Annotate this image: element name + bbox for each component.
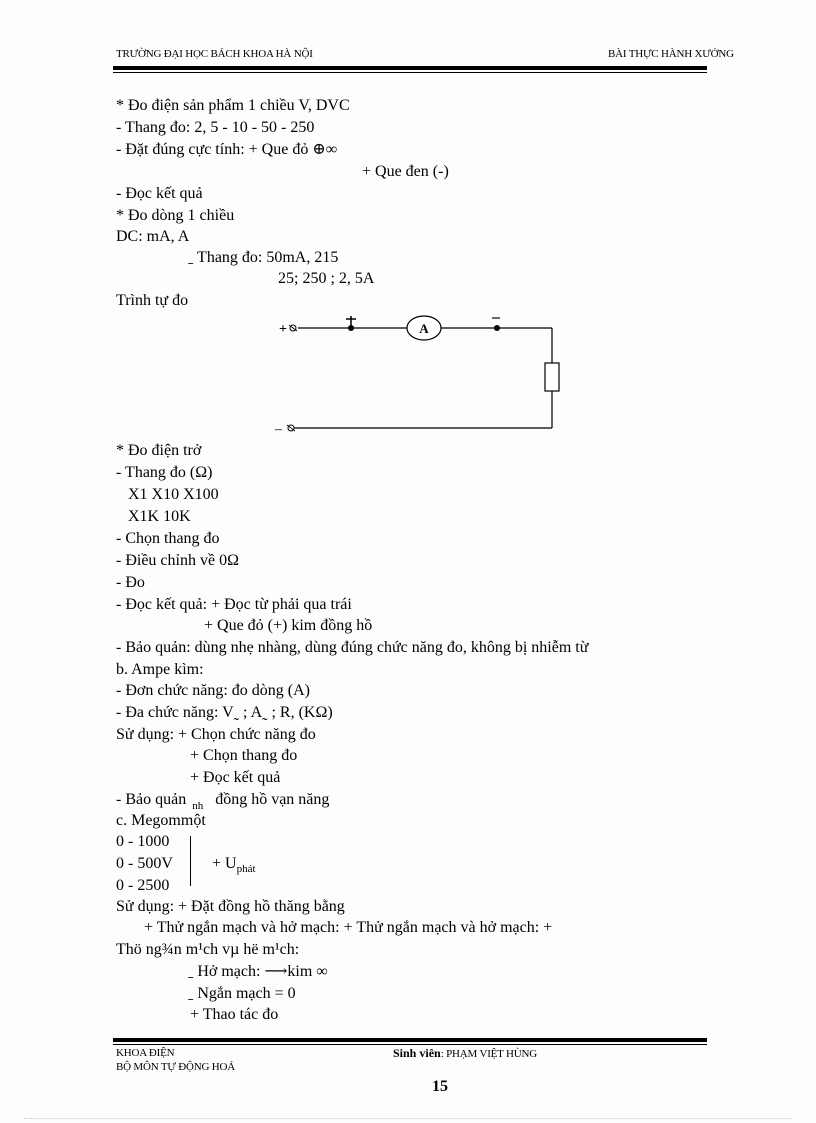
text-line: - Chọn thang đo (116, 530, 220, 547)
bao-quan-line: - Bảo quản nh đồng hồ vạn năng (116, 791, 330, 812)
node-plus (346, 316, 356, 331)
text-line: - Thang đo (Ω) (116, 464, 213, 481)
header-rule-thin (113, 72, 707, 73)
text-line: Sử dụng: + Chọn chức năng đo (116, 726, 316, 743)
text-line: X1 X10 X100 (128, 486, 219, 503)
header-course: BÀI THỰC HÀNH XƯỞNG (608, 48, 734, 60)
text-line: X1K 10K (128, 508, 191, 525)
megom-range-2: 0 - 500V (116, 855, 173, 872)
text-line: - Điều chỉnh về 0Ω (116, 552, 239, 569)
footer-dept: KHOA ĐIỆN (116, 1047, 175, 1059)
text-line: - Đơn chức năng: đo dòng (A) (116, 682, 310, 699)
text-line: - Đo (116, 574, 145, 591)
text-line: Thö ng¾n m¹ch vµ hë m¹ch: (116, 941, 300, 958)
text-line: + Đọc kết quả (190, 769, 281, 786)
text-line: - Đặt đúng cực tính: + Que đỏ ⊕∞ (116, 141, 338, 158)
text-line: * Đo điện trở (116, 442, 202, 459)
text-line: + Thử ngắn mạch và hở mạch: + Thử ngắn m… (144, 919, 553, 936)
megom-u-label: + Uphát (212, 855, 256, 875)
text-line: + Que đỏ (+) kim đồng hồ (204, 617, 373, 634)
text-line: * Đo dòng 1 chiều (116, 207, 235, 224)
text-line: + Thao tác đo (190, 1006, 279, 1023)
megom-bracket (190, 836, 191, 886)
megom-range-3: 0 - 2500 (116, 877, 170, 894)
footer-rule-thick (113, 1038, 707, 1042)
text-line: ˍ Thang đo: 50mA, 215 (188, 249, 339, 266)
text-line: * Đo điện sản phẩm 1 chiều V, DVC (116, 97, 350, 114)
text-line: ˍ Ngắn mạch = 0 (188, 985, 296, 1002)
svg-text:–: – (274, 422, 283, 437)
footer-student: Sinh viên: PHẠM VIỆT HÙNG (393, 1046, 538, 1060)
page-number: 15 (432, 1078, 448, 1095)
text-line: DC: mA, A (116, 228, 190, 245)
footer-rule-thin (113, 1044, 707, 1045)
text-line: - Bảo quản: dùng nhẹ nhàng, dùng đúng ch… (116, 639, 589, 656)
text-line: Trình tự đo (116, 292, 189, 309)
minus-terminal: – (274, 422, 296, 437)
circuit-diagram: A + – (274, 315, 560, 437)
text-line: - Đọc kết quả: + Đọc từ phải qua trái (116, 596, 352, 613)
plus-terminal: + (279, 322, 298, 337)
text-line: - Thang đo: 2, 5 - 10 - 50 - 250 (116, 119, 315, 136)
text-line: - Đa chức năng: V˷ ; A˷ ; R, (KΩ) (116, 704, 333, 721)
megom-title: c. Megommột (116, 812, 206, 829)
ammeter-icon: A (419, 321, 429, 336)
page-boundary (24, 1118, 792, 1119)
text-line: + Chọn thang đo (190, 747, 298, 764)
text-line: + Que đen (-) (362, 163, 449, 180)
header-rule-thick (113, 66, 707, 70)
node-minus (492, 317, 500, 331)
text-line: - Đọc kết quả (116, 185, 203, 202)
text-line: b. Ampe kìm: (116, 661, 204, 678)
text-line: ˍ Hở mạch: ⟶kim ∞ (188, 963, 328, 980)
text-line: 25; 250 ; 2, 5A (278, 270, 375, 287)
header-school: TRƯỜNG ĐẠI HỌC BÁCH KHOA HÀ NỘI (116, 48, 313, 60)
text-line: Sử dụng: + Đặt đồng hồ thăng bằng (116, 898, 345, 915)
svg-text:A: A (419, 321, 429, 336)
svg-text:+: + (279, 322, 287, 337)
megom-range-1: 0 - 1000 (116, 833, 170, 850)
footer-division: BỘ MÔN TỰ ĐỘNG HOÁ (116, 1061, 236, 1073)
